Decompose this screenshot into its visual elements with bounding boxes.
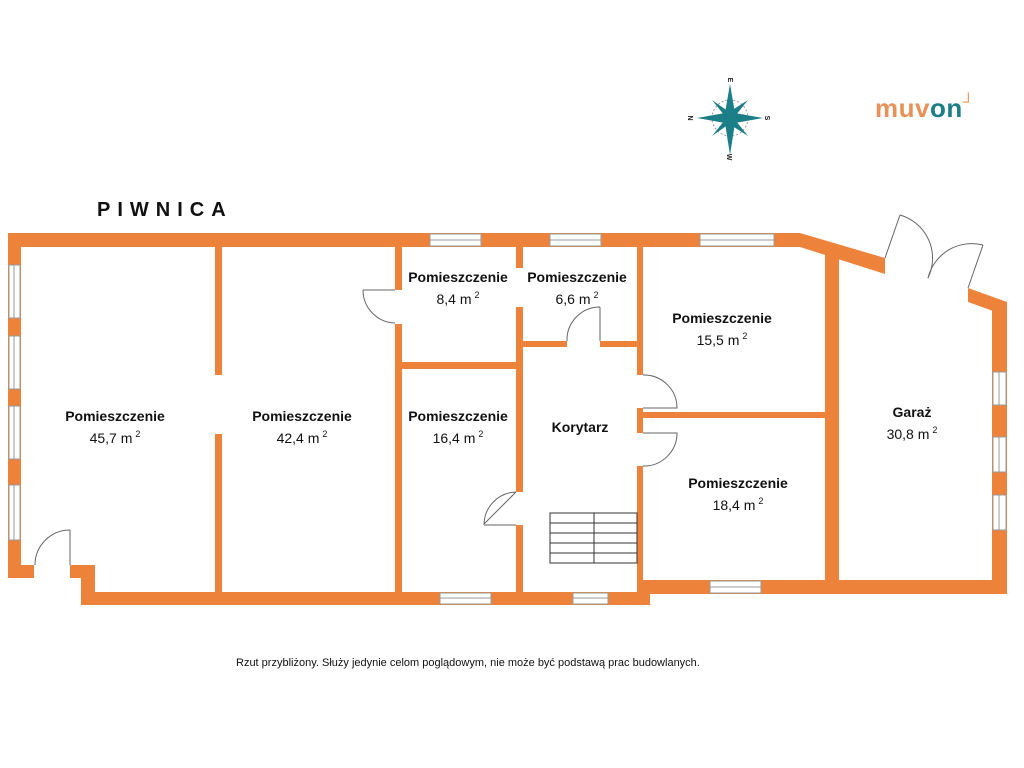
disclaimer-note: Rzut przybliżony. Służy jedynie celom po… — [236, 657, 700, 669]
svg-text:E: E — [726, 78, 733, 83]
svg-text:N: N — [686, 115, 693, 120]
compass-rose-icon: E N S W — [686, 78, 770, 161]
svg-text:S: S — [763, 116, 770, 121]
muvon-logo: muvon┘ — [875, 93, 975, 123]
room-label: Korytarz — [551, 419, 609, 435]
windows — [8, 233, 1007, 605]
floor-title: PIWNICA — [97, 199, 233, 221]
stairs — [549, 512, 638, 564]
doors — [34, 214, 984, 566]
svg-text:W: W — [725, 154, 732, 161]
